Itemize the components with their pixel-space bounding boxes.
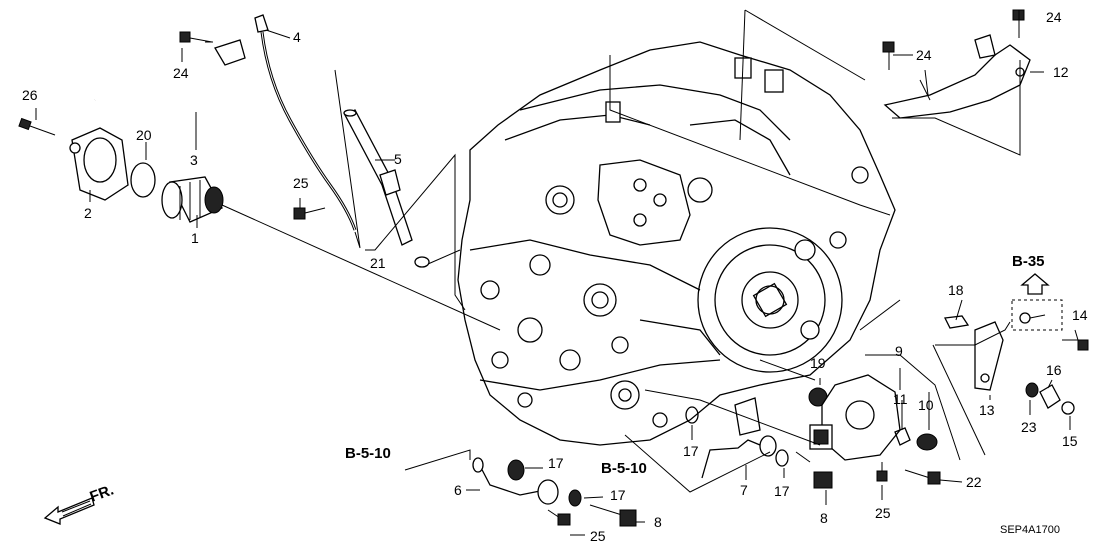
- part-8-sealing-bolt-mid: [795, 451, 833, 489]
- part-26-bolt: [18, 117, 56, 136]
- part-11-clip: [894, 427, 911, 446]
- callout-8-mid: 8: [820, 510, 828, 526]
- part-4-dipstick: [254, 14, 357, 231]
- part-22-bolt: [904, 469, 941, 485]
- part-8-sealing-bolt-low: [589, 504, 637, 527]
- part-6-atf-pipe: [472, 457, 559, 505]
- part-23-washer: [1025, 382, 1039, 398]
- part-5-dipstick-tube: [343, 109, 413, 246]
- b35-arrow-up-icon: [1020, 273, 1050, 295]
- callout-22: 22: [966, 474, 982, 490]
- callout-8-bottom: 8: [654, 514, 662, 530]
- callout-11: 11: [893, 391, 908, 407]
- callout-17-lower-left: 17: [610, 487, 626, 503]
- callout-24-bracket-right: 24: [1046, 9, 1062, 25]
- callout-1: 1: [191, 230, 199, 246]
- callout-19: 19: [810, 355, 826, 371]
- part-12-bracket: [883, 34, 1031, 119]
- diagram-code: SEP4A1700: [1000, 524, 1060, 536]
- part-1-atf-filter: [161, 176, 224, 223]
- callout-16: 16: [1046, 362, 1062, 378]
- part-25-bolt-right: [876, 462, 888, 482]
- front-label: FR.: [88, 482, 117, 506]
- callout-7: 7: [740, 482, 748, 498]
- part-14-bolt: [1077, 339, 1089, 351]
- callout-17-mid: 17: [683, 443, 699, 459]
- callout-25-right: 25: [875, 505, 891, 521]
- part-20-o-ring: [130, 162, 156, 198]
- callout-5: 5: [394, 151, 402, 167]
- part-10-nut: [916, 433, 938, 451]
- callout-18: 18: [948, 282, 964, 298]
- reference-b-35: B-35: [1012, 253, 1045, 270]
- leader-lines: [35, 9, 1079, 536]
- part-25-bolt-left: [293, 207, 326, 220]
- callout-13: 13: [979, 402, 995, 418]
- part-15-nut: [1061, 401, 1075, 415]
- callout-2: 2: [84, 205, 92, 221]
- callout-12: 12: [1053, 64, 1069, 80]
- callout-24-bracket-left: 24: [916, 47, 932, 63]
- part-17-washer-up: [507, 459, 525, 481]
- part-21-washer: [414, 256, 430, 268]
- callout-17-upper-left: 17: [548, 455, 564, 471]
- part-9-range-switch: [809, 374, 901, 461]
- callout-10: 10: [918, 397, 934, 413]
- reference-b-5-10-right: B-5-10: [601, 460, 647, 477]
- callout-17-right: 17: [774, 483, 790, 499]
- callout-3: 3: [190, 152, 198, 168]
- b35-dashed-box: [1011, 299, 1063, 331]
- callout-4: 4: [293, 29, 301, 45]
- callout-21: 21: [370, 255, 386, 271]
- transmission-housing: [457, 41, 896, 446]
- part-18-clip: [944, 315, 970, 329]
- part-25-bolt-bottom: [547, 509, 571, 526]
- part-2-filter-housing: [69, 127, 129, 201]
- part-16-lever: [1039, 384, 1061, 409]
- callout-24-upper-left: 24: [173, 65, 189, 81]
- part-17-washer-low: [568, 489, 582, 507]
- front-direction-indicator: FR.: [43, 482, 117, 525]
- callout-14: 14: [1072, 307, 1088, 323]
- callout-26: 26: [22, 87, 38, 103]
- part-3-breather-tube: [94, 39, 246, 112]
- part-24-bolt-upper-left: [179, 31, 213, 43]
- callout-23: 23: [1021, 419, 1037, 435]
- part-17-washer-right: [775, 449, 789, 467]
- part-17-washer-mid: [685, 406, 699, 424]
- callout-15: 15: [1062, 433, 1078, 449]
- reference-b-5-10-left: B-5-10: [345, 445, 391, 462]
- callout-numbers: 1 2 3 4 5 6 7 8 8 9 10 11 12 13 14 15 16…: [22, 9, 1088, 544]
- callout-20: 20: [136, 127, 152, 143]
- part-24-bolt-bracket-left: [882, 41, 895, 70]
- callout-6: 6: [454, 482, 462, 498]
- part-13-shift-bracket: [974, 321, 1004, 391]
- callout-25-bottom: 25: [590, 528, 606, 544]
- part-7-atf-pipe: [701, 397, 777, 479]
- callout-9: 9: [895, 343, 903, 359]
- callout-25-left: 25: [293, 175, 309, 191]
